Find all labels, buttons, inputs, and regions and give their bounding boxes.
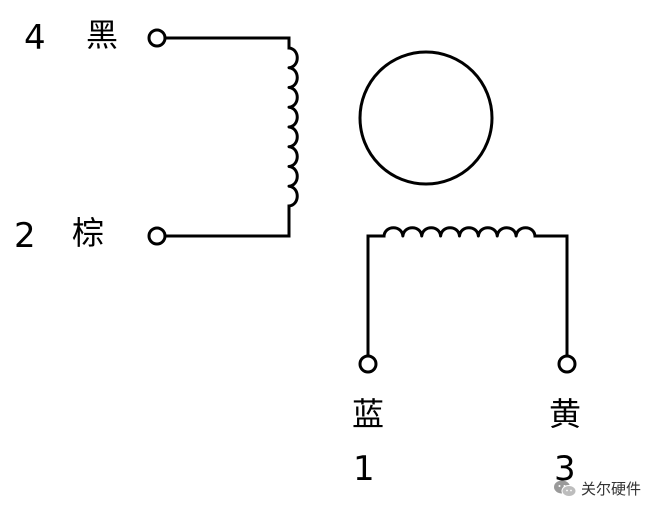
terminal-4-color-label: 黑 [86, 16, 119, 54]
terminal-3-color-label: 黄 [549, 395, 582, 433]
terminal-4-number: 4 [24, 18, 46, 58]
wire-4-to-coil-a [163, 36, 291, 50]
watermark: 关尔硬件 [553, 478, 641, 499]
coil-b-winding [382, 226, 537, 238]
wechat-icon [554, 480, 577, 497]
terminal-2 [147, 226, 167, 246]
terminal-4 [147, 28, 167, 48]
rotor-circle [358, 50, 494, 186]
terminal-1-color-label: 蓝 [352, 395, 385, 433]
terminal-2-number: 2 [14, 216, 36, 256]
terminal-3-number: 3 [554, 449, 576, 489]
coil-a-winding [287, 46, 299, 208]
terminal-2-color-label: 棕 [72, 214, 105, 252]
terminal-3 [557, 354, 577, 374]
watermark-text: 关尔硬件 [581, 480, 642, 498]
wire-1-to-coil-b [366, 234, 386, 358]
terminal-1-number: 1 [353, 449, 375, 489]
wire-coil-b-to-3 [533, 234, 569, 358]
wire-coil-a-to-2 [163, 204, 291, 238]
terminal-1 [358, 354, 378, 374]
